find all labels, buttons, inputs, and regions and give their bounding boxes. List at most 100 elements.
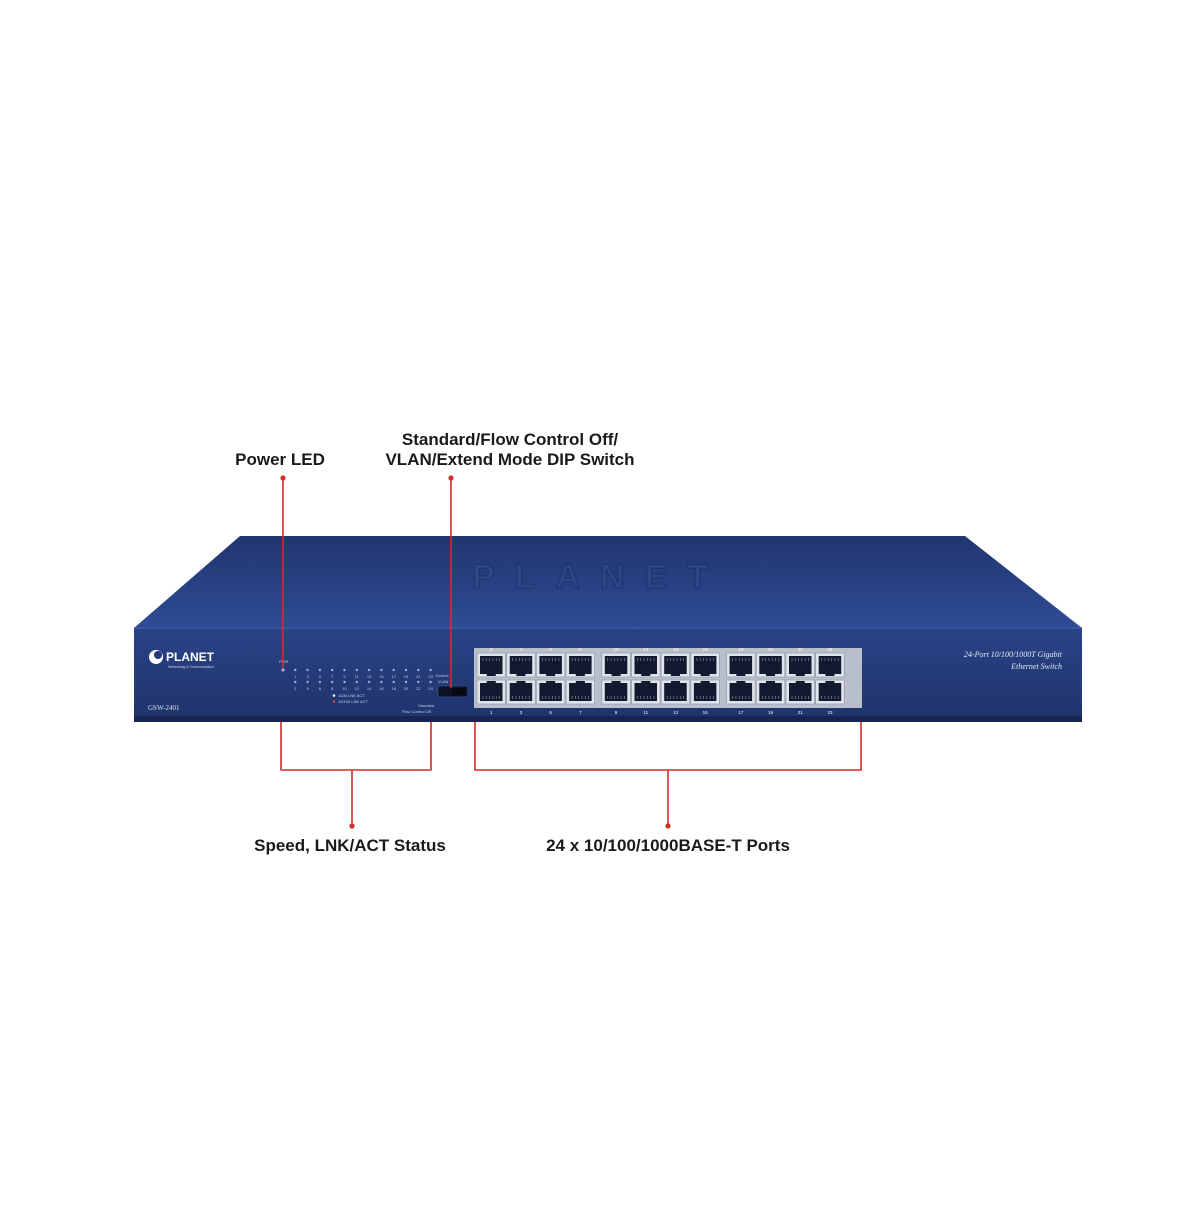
port-led (331, 668, 334, 672)
port-number: 10 (614, 647, 620, 652)
dip-label-flow-control-off: Flow Control Off (402, 709, 432, 714)
port-led (306, 668, 309, 672)
product-name-line2: Ethernet Switch (1010, 662, 1062, 671)
rj45-port[interactable] (631, 679, 661, 705)
dip-switch-label: Standard/Flow Control Off/ VLAN/Extend M… (340, 430, 680, 470)
led-number: 16 (379, 686, 384, 691)
rj45-port[interactable] (785, 679, 815, 705)
port-led (355, 668, 358, 672)
port-number: 4 (520, 647, 523, 652)
dip-switch-lever[interactable] (452, 688, 465, 695)
led-legend-10-100: 10/100 LNK ACT (338, 699, 369, 704)
rj45-port[interactable] (785, 652, 815, 678)
led-number: 1 (294, 674, 297, 679)
rj45-port[interactable] (565, 679, 595, 705)
port-number: 14 (673, 647, 679, 652)
dip-switch-label-line1: Standard/Flow Control Off/ (401, 430, 619, 449)
rj45-port[interactable] (690, 679, 720, 705)
led-number: 11 (355, 674, 360, 679)
port-led (294, 668, 297, 672)
led-number: 13 (367, 674, 372, 679)
callout-lines (280, 478, 862, 826)
rj45-port[interactable] (726, 652, 756, 678)
power-led (281, 668, 285, 672)
rj45-port[interactable] (755, 679, 786, 705)
rj45-port[interactable] (601, 652, 631, 678)
port-number: 8 (579, 647, 582, 652)
port-number: 12 (643, 647, 649, 652)
embossed-brand: PLANET (472, 558, 728, 596)
callout-dots (280, 475, 671, 829)
led-number: 19 (404, 674, 409, 679)
led-number: 5 (319, 674, 322, 679)
rj45-port[interactable] (565, 652, 595, 678)
rj45-port[interactable] (815, 679, 845, 705)
port-number: 13 (673, 710, 679, 715)
brand-tagline: Networking & Communication (168, 665, 214, 669)
port-number: 21 (798, 710, 804, 715)
led-legend-1000: 1000 LNK ACT (338, 693, 365, 698)
led-number: 3 (306, 674, 309, 679)
led-number: 18 (391, 686, 396, 691)
port-led (392, 680, 395, 684)
led-number: 24 (428, 686, 433, 691)
port-number: 16 (703, 647, 709, 652)
rj45-port[interactable] (506, 652, 536, 678)
led-number: 9 (343, 674, 346, 679)
port-number: 1 (490, 710, 493, 715)
port-number: 18 (738, 647, 744, 652)
brand-name: PLANET (166, 650, 215, 664)
port-number: 17 (738, 710, 744, 715)
port-led (429, 680, 432, 684)
port-number: 3 (520, 710, 523, 715)
rj45-port[interactable] (660, 652, 691, 678)
port-led (417, 668, 420, 672)
port-led (343, 680, 346, 684)
led-number: 22 (416, 686, 421, 691)
speed-status-bracket (280, 722, 432, 771)
port-led (294, 680, 297, 684)
port-led (380, 680, 383, 684)
ports-label: 24 x 10/100/1000BASE-T Ports (546, 836, 790, 855)
port-number: 6 (549, 647, 552, 652)
ports-bracket (474, 722, 862, 771)
led-number: 14 (367, 686, 372, 691)
power-led-label: Power LED (235, 450, 325, 469)
port-led (367, 668, 371, 672)
rj45-port[interactable] (536, 652, 566, 678)
switch-chassis: PLANET (134, 536, 1082, 722)
power-led-callout-dot (280, 475, 286, 481)
rj45-port[interactable] (631, 652, 661, 678)
port-led (318, 680, 322, 684)
led-number: 21 (416, 674, 421, 679)
rj45-port[interactable] (815, 652, 845, 678)
led-number: 7 (331, 674, 334, 679)
dip-label-standard: Standard (418, 703, 434, 708)
port-number: 19 (768, 710, 774, 715)
port-number: 15 (703, 710, 709, 715)
rj45-port[interactable] (476, 679, 506, 705)
port-led (367, 680, 371, 684)
rj45-port[interactable] (506, 679, 536, 705)
rj45-port[interactable] (690, 652, 720, 678)
rj45-port[interactable] (726, 679, 756, 705)
port-led (429, 668, 432, 672)
led-number: 17 (391, 674, 396, 679)
led-number: 20 (404, 686, 409, 691)
rj45-port[interactable] (536, 679, 566, 705)
dip-switch[interactable]: Extend VLAN Standard Flow Control Off (402, 673, 469, 714)
rj45-port[interactable] (755, 652, 786, 678)
led-number: 23 (428, 674, 433, 679)
port-number: 7 (579, 710, 582, 715)
port-number: 2 (490, 647, 493, 652)
port-led (306, 680, 309, 684)
led-number: 8 (331, 686, 334, 691)
rj45-port[interactable] (660, 679, 691, 705)
dip-label-vlan: VLAN (438, 679, 449, 684)
led-number: 6 (319, 686, 322, 691)
rj45-port[interactable] (601, 679, 631, 705)
port-led (417, 680, 420, 684)
rj45-port[interactable] (476, 652, 506, 678)
